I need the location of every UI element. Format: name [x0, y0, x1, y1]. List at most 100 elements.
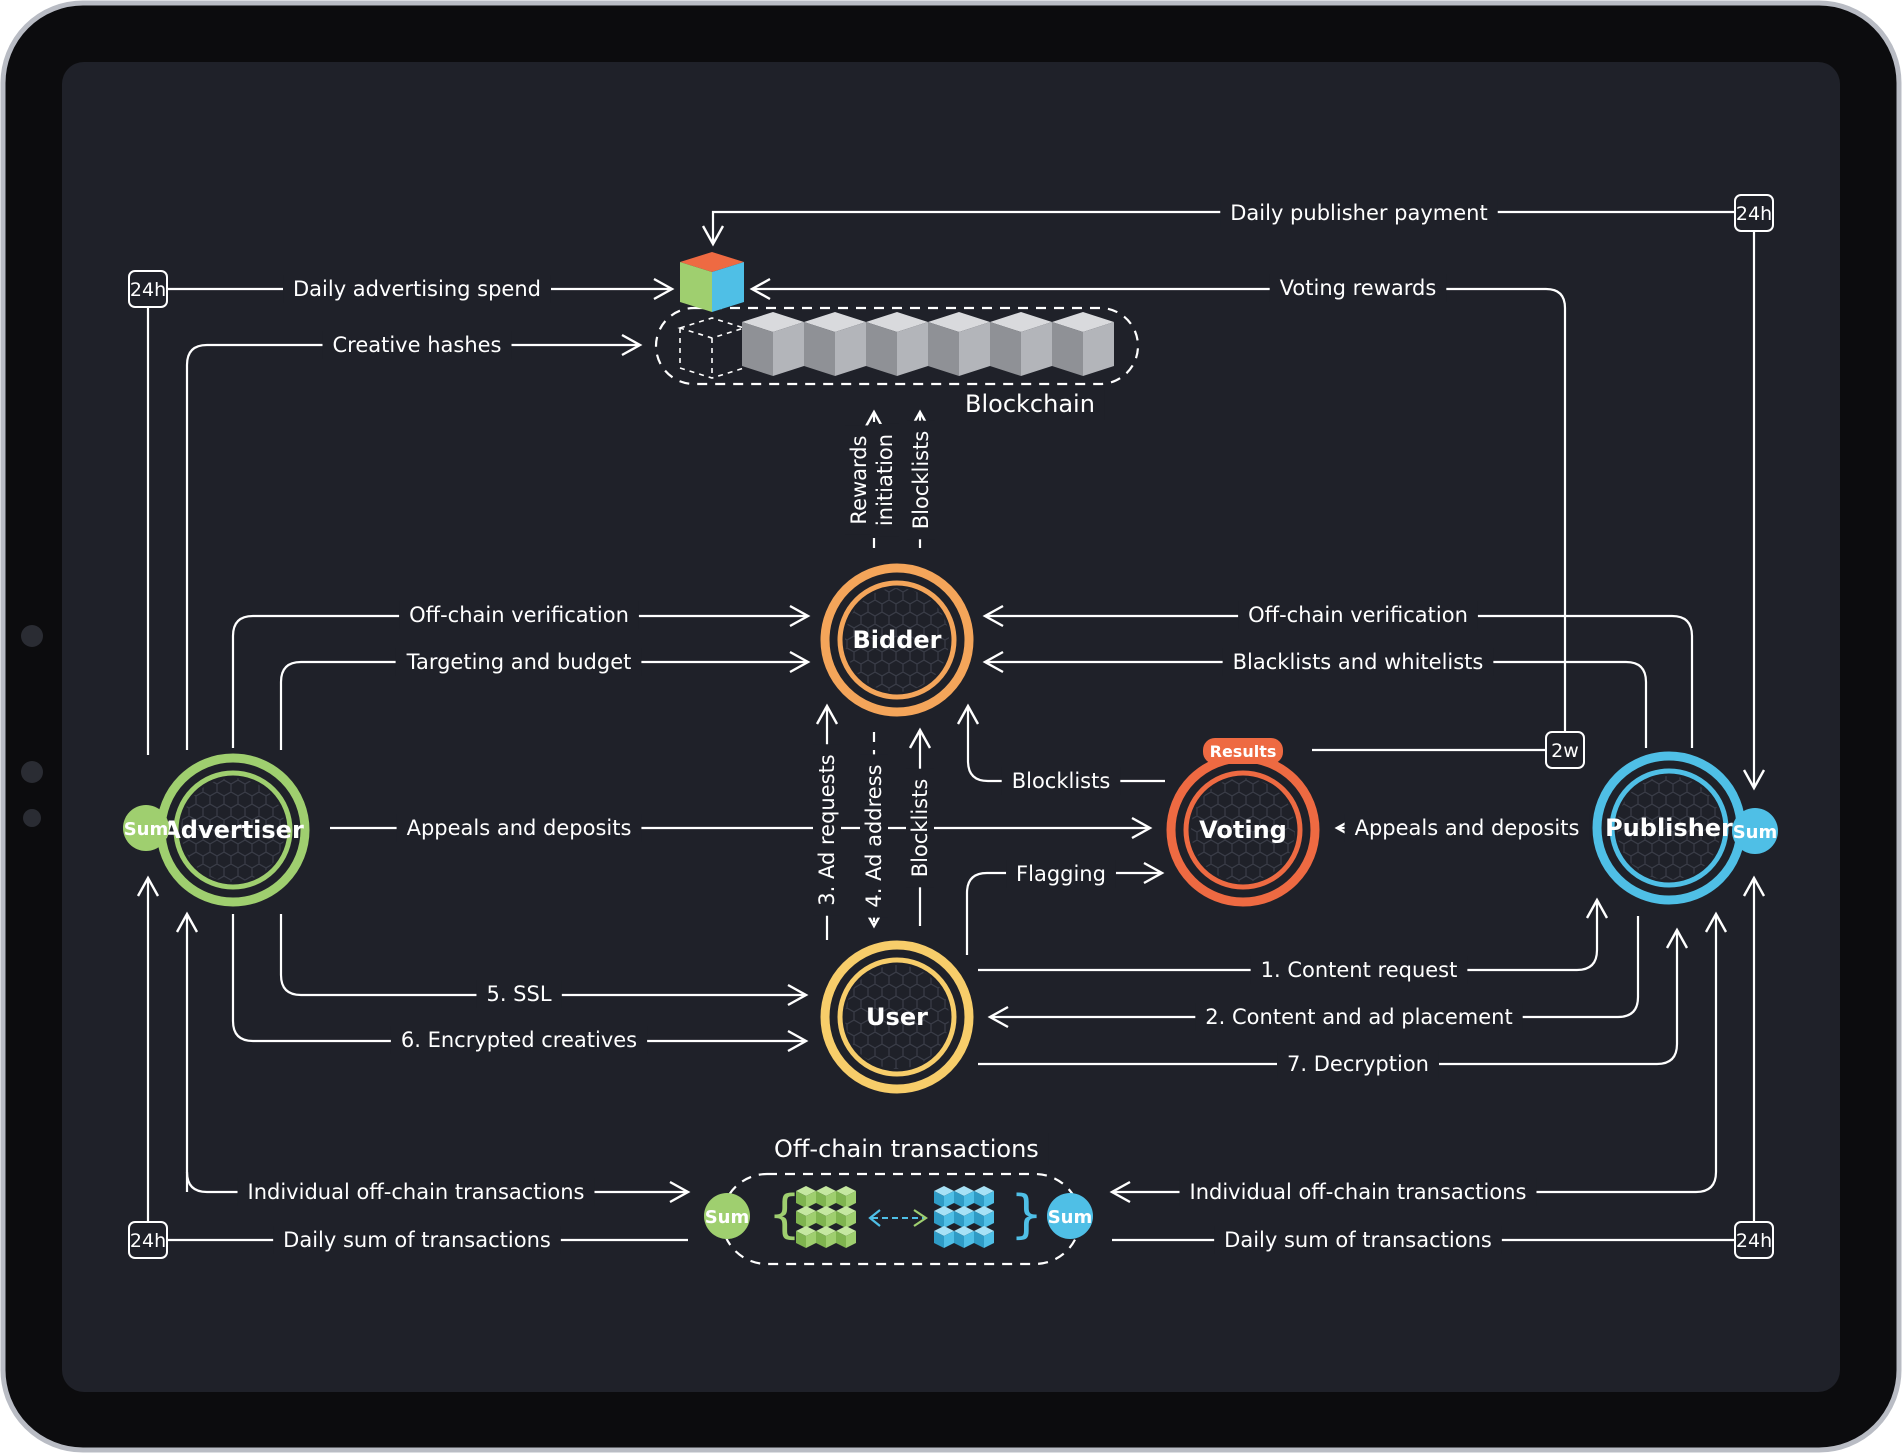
label-knockout: [906, 768, 934, 888]
edge-individual-right: [1109, 1171, 1718, 1204]
label-knockout: [399, 601, 639, 629]
label-knockout: [1220, 199, 1498, 227]
label-knockout: [1179, 1178, 1537, 1206]
label-blocklists-user: Blocklists: [908, 779, 932, 878]
svg-text:Sum: Sum: [705, 1207, 750, 1228]
edge-labels: Daily publisher payment Daily advertisin…: [237, 199, 1590, 1254]
label-initiation: initiation: [873, 434, 897, 526]
timer-24h-top-left: 24h: [128, 270, 168, 308]
svg-text:Sum: Sum: [124, 819, 169, 840]
right-brace-blue: }: [1010, 1185, 1043, 1245]
edge-creative-hashes: [185, 333, 643, 750]
svg-text:Sum: Sum: [1733, 822, 1778, 843]
label-knockout: [764, 1133, 1049, 1165]
label-individual-left: Individual off-chain transactions: [248, 1180, 585, 1204]
label-knockout: [476, 980, 562, 1008]
svg-text:24h: 24h: [130, 1230, 166, 1252]
chain-block: [804, 312, 866, 376]
chain-block: [990, 312, 1052, 376]
label-daily-advertising-spend: Daily advertising spend: [293, 277, 541, 301]
label-knockout: [907, 420, 935, 540]
edge-blocklists-voting: [956, 703, 1165, 783]
mini-cube: [954, 1226, 974, 1248]
label-targeting-budget: Targeting and budget: [406, 650, 632, 674]
svg-text:24h: 24h: [1736, 1230, 1772, 1252]
svg-text:24h: 24h: [1736, 203, 1772, 225]
edge-encrypted-creatives: [231, 914, 809, 1053]
mini-cube: [934, 1186, 954, 1208]
svg-text:Sum: Sum: [1048, 1207, 1093, 1228]
label-knockout: [1001, 767, 1121, 795]
label-creative-hashes: Creative hashes: [332, 333, 501, 357]
label-rewards: Rewards: [847, 435, 871, 524]
label-knockout: [390, 1026, 648, 1054]
label-ad-address: 4. Ad address: [862, 764, 886, 907]
label-appeals-left: Appeals and deposits: [407, 816, 632, 840]
chain-block: [742, 312, 804, 376]
label-knockout: [1277, 1050, 1439, 1078]
edge-content-request: [978, 897, 1609, 972]
edge-decryption: [978, 927, 1689, 1066]
timer-2w: 2w: [1545, 731, 1585, 769]
chain-block: [866, 312, 928, 376]
svg-text:2w: 2w: [1551, 740, 1579, 762]
label-appeals-right: Appeals and deposits: [1355, 816, 1580, 840]
node-publisher: Publisher: [1592, 751, 1746, 905]
label-blocklists-up: Blocklists: [909, 431, 933, 530]
label-content-request: 1. Content request: [1261, 958, 1458, 982]
timer-24h-bottom-right: 24h: [1734, 1221, 1774, 1259]
node-user: User: [820, 940, 974, 1094]
svg-text:24h: 24h: [130, 279, 166, 301]
label-knockout: [813, 744, 841, 916]
new-block-cube: [680, 252, 744, 312]
mini-cube: [934, 1226, 954, 1248]
edge-content-ad-placement: [987, 916, 1640, 1029]
mini-cube: [954, 1186, 974, 1208]
label-knockout: [283, 275, 551, 303]
mini-cube: [796, 1226, 816, 1248]
green-cube-stack: [796, 1186, 856, 1248]
label-ad-requests: 3. Ad requests: [815, 754, 839, 905]
edge-offchain-verification-right: [982, 604, 1694, 748]
node-voting: Voting: [1166, 753, 1320, 907]
mini-cube: [974, 1206, 994, 1228]
label-daily-sum-right: Daily sum of transactions: [1224, 1228, 1492, 1252]
label-knockout: [273, 1226, 561, 1254]
edge-flagging: [965, 861, 1165, 955]
label-knockout: [871, 423, 899, 537]
label-knockout: [1344, 814, 1590, 842]
label-blacklists-whitelists: Blacklists and whitelists: [1233, 650, 1484, 674]
node-advertiser: Advertiser: [156, 753, 310, 907]
label-knockout: [860, 754, 888, 918]
svg-text:Advertiser: Advertiser: [162, 816, 304, 844]
offchain-title: Off-chain transactions: [774, 1135, 1039, 1163]
offchain-transactions: Off-chain transactions { } Sum Sum: [704, 1133, 1093, 1266]
label-knockout: [322, 331, 512, 359]
publisher-sum-badge: Sum: [1732, 808, 1778, 854]
mini-cube: [954, 1206, 974, 1228]
left-brace-green: {: [768, 1185, 801, 1245]
svg-text:Publisher: Publisher: [1605, 814, 1733, 842]
mini-cube: [836, 1206, 856, 1228]
label-knockout: [1214, 1226, 1502, 1254]
label-ssl: 5. SSL: [486, 982, 551, 1006]
edge-individual-left: [185, 1171, 691, 1204]
label-knockout: [1195, 1003, 1523, 1031]
label-knockout: [1238, 601, 1478, 629]
blockchain-title: Blockchain: [965, 390, 1095, 418]
camera-dot: [21, 625, 43, 647]
label-voting-rewards: Voting rewards: [1280, 276, 1437, 300]
blue-cube-stack: [934, 1186, 994, 1248]
mini-cube: [816, 1206, 836, 1228]
chain-blocks: [742, 312, 1114, 376]
label-knockout: [237, 1178, 595, 1206]
svg-text:Results: Results: [1210, 742, 1277, 761]
mini-cube: [836, 1226, 856, 1248]
label-decryption: 7. Decryption: [1287, 1052, 1429, 1076]
mini-cube: [796, 1206, 816, 1228]
label-knockout: [1269, 274, 1447, 302]
chain-block: [928, 312, 990, 376]
blockchain-container: [654, 306, 1140, 386]
label-knockout: [1006, 860, 1116, 888]
